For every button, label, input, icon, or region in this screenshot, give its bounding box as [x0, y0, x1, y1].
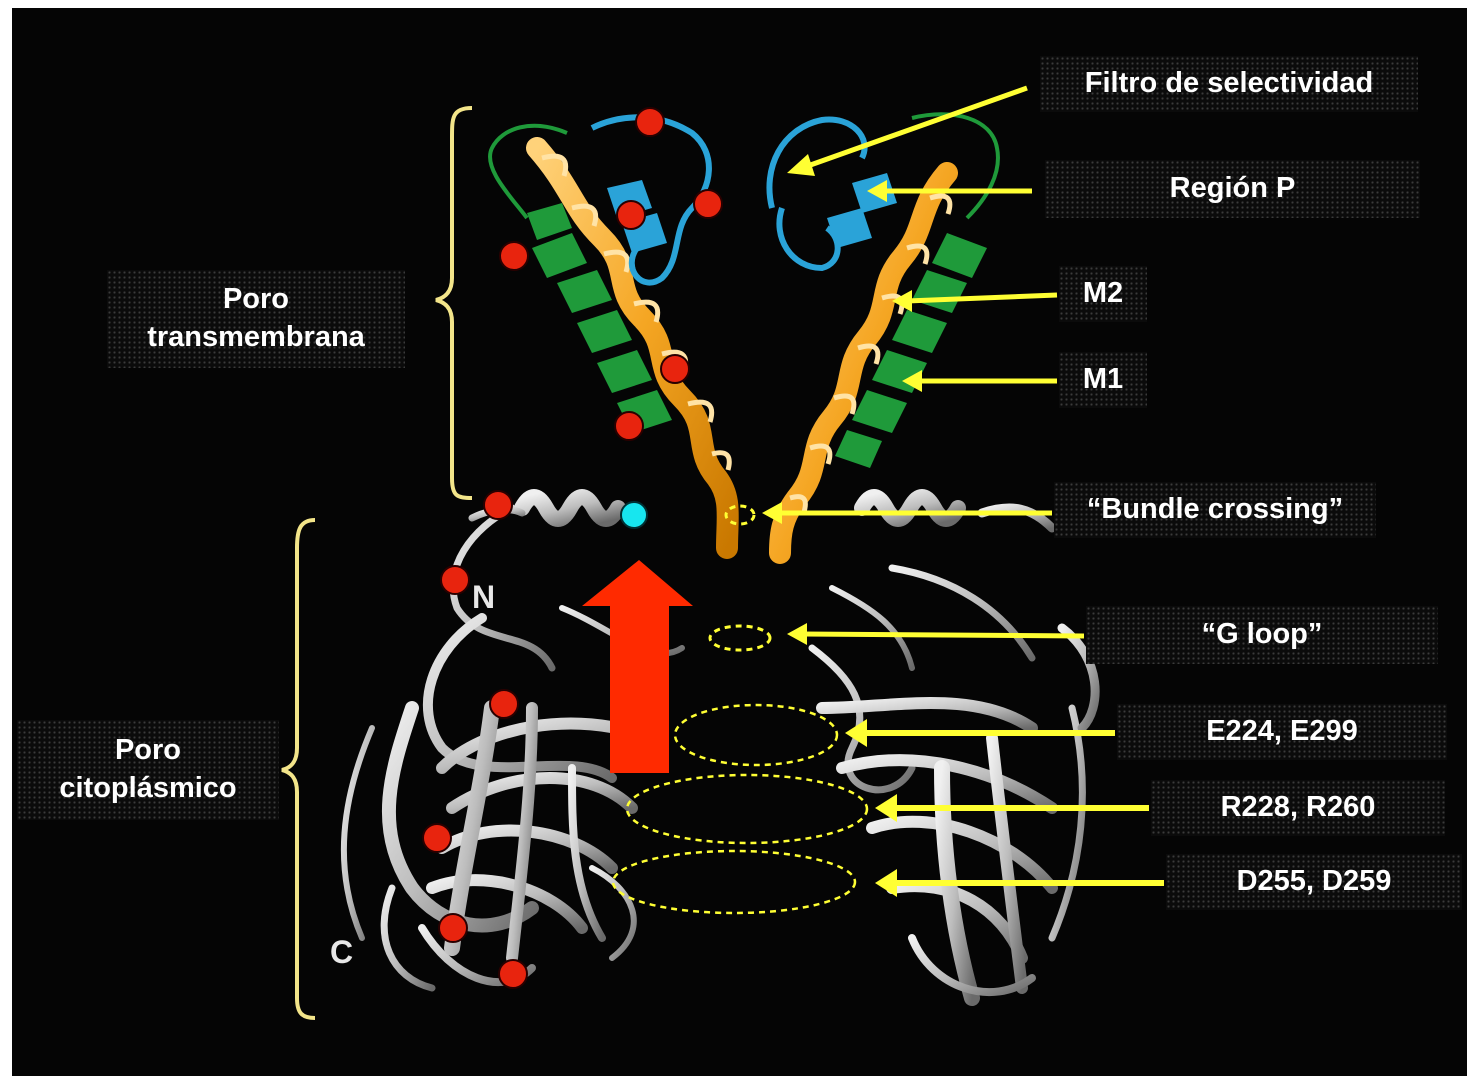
tm-helices-right: [769, 114, 998, 553]
label-text: M1: [1083, 361, 1123, 399]
gate-residue-marker: [621, 502, 647, 528]
label-g-loop: “G loop”: [1086, 606, 1438, 664]
residue-marker: [441, 566, 469, 594]
residue-marker: [615, 412, 643, 440]
bracket-cytoplasmic: [282, 520, 315, 1018]
residue-marker: [423, 824, 451, 852]
label-text-line2: transmembrana: [147, 319, 365, 357]
bracket-transmembrane: [436, 108, 472, 498]
label-text: Filtro de selectividad: [1085, 65, 1373, 103]
tm-helices-left: [490, 117, 729, 548]
label-text: “Bundle crossing”: [1087, 491, 1343, 529]
residue-marker: [636, 108, 664, 136]
label-bundle-crossing: “Bundle crossing”: [1054, 482, 1376, 538]
label-text-line2: citoplásmico: [59, 770, 236, 808]
residue-marker: [484, 491, 512, 519]
label-e224-e299: E224, E299: [1117, 704, 1447, 760]
label-region-p: Región P: [1045, 160, 1420, 218]
label-text: R228, R260: [1221, 789, 1376, 827]
residue-marker: [499, 960, 527, 988]
residue-marker: [694, 190, 722, 218]
residue-marker: [500, 242, 528, 270]
label-text: D255, D259: [1237, 863, 1392, 901]
residue-marker: [439, 914, 467, 942]
label-filtro-selectividad: Filtro de selectividad: [1040, 56, 1418, 112]
label-text: E224, E299: [1206, 713, 1358, 751]
c-terminus-label: C: [330, 934, 353, 970]
label-text-line1: Poro: [115, 732, 181, 770]
label-d255-d259: D255, D259: [1166, 854, 1462, 910]
residue-marker: [617, 201, 645, 229]
label-text: M2: [1083, 275, 1123, 313]
figure-canvas: N C Filtro de selectividad Región P M2 M…: [12, 8, 1467, 1076]
label-poro-transmembrana: Poro transmembrana: [107, 270, 405, 368]
label-text-line1: Poro: [223, 281, 289, 319]
label-m1: M1: [1059, 352, 1147, 408]
residue-marker: [661, 355, 689, 383]
residue-marker: [490, 690, 518, 718]
n-terminus-label: N: [472, 579, 495, 615]
label-text: Región P: [1170, 170, 1296, 208]
label-m2: M2: [1059, 266, 1147, 322]
label-r228-r260: R228, R260: [1151, 780, 1445, 836]
label-poro-citoplasmico: Poro citoplásmico: [17, 720, 279, 820]
label-text: “G loop”: [1202, 616, 1323, 654]
